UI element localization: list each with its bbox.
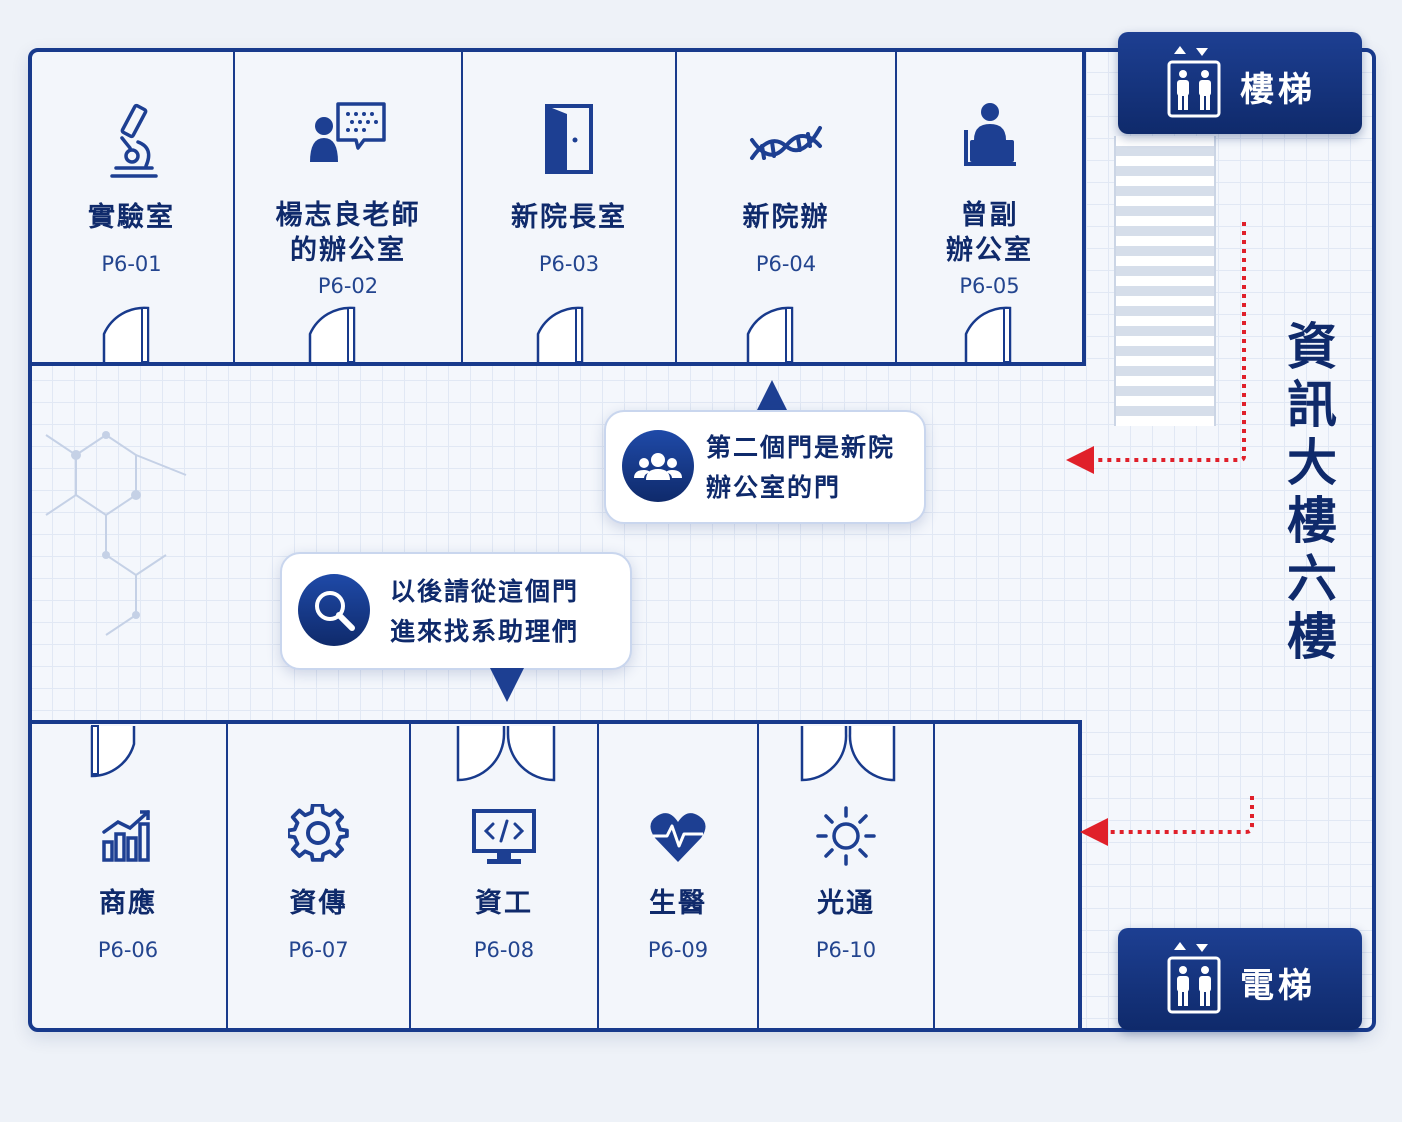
door-top-1[interactable] bbox=[102, 304, 152, 364]
staircase[interactable] bbox=[1114, 136, 1216, 426]
room-name: 資傳 bbox=[289, 888, 348, 919]
door-top-3[interactable] bbox=[536, 304, 586, 364]
room-p6-07[interactable]: 資傳 P6-07 bbox=[228, 724, 411, 1030]
elevator-sign[interactable]: 電梯 bbox=[1118, 928, 1362, 1030]
room-code: P6-10 bbox=[815, 938, 877, 962]
callout-office-line1: 第二個門是新院 bbox=[706, 433, 896, 462]
room-name: 實驗室 bbox=[88, 202, 175, 233]
callout-pointer-down bbox=[490, 668, 524, 702]
stairs-sign[interactable]: 樓梯 bbox=[1118, 32, 1362, 134]
double-door-p6-08[interactable] bbox=[456, 724, 556, 784]
room-p6-10[interactable]: 光通 P6-10 bbox=[759, 724, 935, 1030]
door-top-5[interactable] bbox=[964, 304, 1014, 364]
room-p6-08[interactable]: 資工 P6-08 bbox=[411, 724, 599, 1030]
room-code: P6-09 bbox=[647, 938, 709, 962]
building-title: 資訊大樓六樓 bbox=[1279, 320, 1337, 668]
bar-chart-icon bbox=[102, 810, 150, 862]
person-desk-icon bbox=[963, 103, 1016, 166]
callout-entry-door: 以後請從這個門 進來找系助理們 bbox=[280, 552, 632, 670]
molecule-decoration bbox=[45, 431, 187, 636]
door-top-2[interactable] bbox=[308, 304, 358, 364]
callout-entry-line2: 進來找系助理們 bbox=[390, 617, 580, 646]
room-code: P6-01 bbox=[101, 252, 162, 276]
gear-icon bbox=[287, 804, 349, 862]
callout-pointer-up bbox=[756, 380, 788, 412]
room-name: 新院辦 bbox=[742, 202, 830, 233]
room-name: 生醫 bbox=[649, 888, 707, 919]
presenter-icon bbox=[310, 102, 386, 162]
room-p6-04[interactable]: 新院辦 P6-04 bbox=[677, 50, 897, 362]
floor-outline bbox=[28, 48, 1376, 1032]
room-p6-03[interactable]: 新院長室 P6-03 bbox=[463, 50, 677, 362]
route-arrows bbox=[1066, 222, 1254, 846]
room-code: P6-05 bbox=[959, 274, 1020, 298]
arrow-head-upper bbox=[1066, 446, 1094, 474]
room-code: P6-08 bbox=[473, 938, 535, 962]
room-name: 曾副辦公室 bbox=[946, 200, 1033, 266]
room-name: 資工 bbox=[475, 888, 533, 919]
door-top-4[interactable] bbox=[746, 304, 796, 364]
microscope-icon bbox=[109, 103, 158, 178]
room-code: P6-03 bbox=[538, 252, 600, 276]
room-p6-05[interactable]: 曾副辦公室 P6-05 bbox=[897, 50, 1082, 362]
search-icon bbox=[298, 574, 370, 646]
room-p6-09[interactable]: 生醫 P6-09 bbox=[599, 724, 759, 1030]
group-icon bbox=[622, 430, 694, 502]
door-bottom-1[interactable] bbox=[88, 724, 138, 780]
room-name: 商應 bbox=[99, 888, 157, 919]
callout-office-line2: 辦公室的門 bbox=[706, 473, 842, 502]
stairs-label: 樓梯 bbox=[1240, 70, 1316, 110]
sun-icon bbox=[816, 806, 876, 866]
room-name: 楊志良老師的辦公室 bbox=[275, 200, 421, 266]
room-p6-01[interactable]: 實驗室 P6-01 bbox=[30, 50, 235, 362]
arrow-head-lower bbox=[1080, 818, 1108, 846]
dna-icon bbox=[750, 126, 822, 160]
room-p6-02[interactable]: 楊志良老師的辦公室 P6-02 bbox=[235, 50, 463, 362]
room-name: 光通 bbox=[817, 888, 875, 919]
code-monitor-icon bbox=[472, 809, 536, 864]
top-room-block: 實驗室 P6-01 楊志良老師的辦公室 P6-02 新院長室 P6-03 bbox=[30, 50, 1086, 366]
bottom-room-block: 商應 P6-06 資傳 P6-07 資工 P6-08 生醫 P6-09 bbox=[30, 720, 1082, 1030]
elevator-icon bbox=[1167, 942, 1221, 1014]
room-code: P6-06 bbox=[97, 938, 159, 962]
room-code: P6-07 bbox=[288, 938, 349, 962]
callout-office-door: 第二個門是新院 辦公室的門 bbox=[604, 410, 926, 524]
room-name: 新院長室 bbox=[511, 202, 627, 233]
elevator-icon bbox=[1167, 46, 1221, 118]
double-door-p6-10[interactable] bbox=[800, 724, 896, 784]
room-code: P6-02 bbox=[317, 274, 379, 298]
elevator-label: 電梯 bbox=[1240, 966, 1316, 1006]
heart-pulse-icon bbox=[650, 813, 706, 862]
room-p6-06[interactable]: 商應 P6-06 bbox=[30, 724, 228, 1030]
callout-entry-line1: 以後請從這個門 bbox=[390, 577, 580, 606]
room-code: P6-04 bbox=[755, 252, 817, 276]
door-icon bbox=[545, 104, 593, 174]
